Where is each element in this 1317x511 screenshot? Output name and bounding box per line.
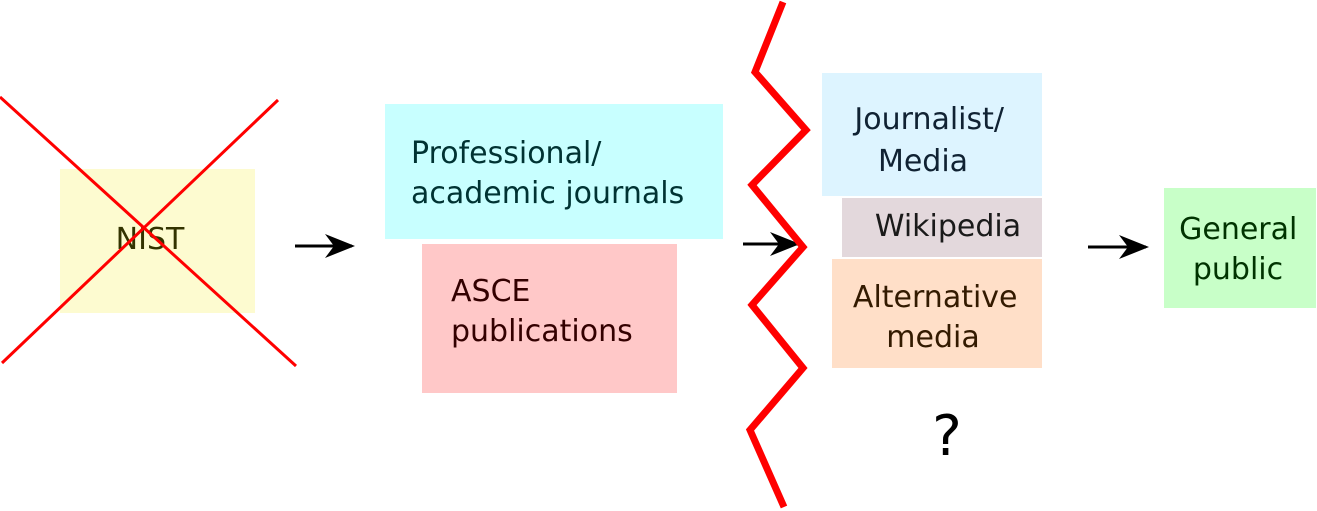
wikipedia-node: Wikipedia (842, 198, 1042, 257)
nist-node: NIST (0, 95, 298, 368)
professional-label: Professional/ academic journals (411, 136, 684, 211)
professional-box (385, 104, 723, 239)
professional-line2: academic journals (411, 176, 684, 211)
general-public-node: General public (1164, 188, 1316, 308)
asce-label: ASCE publications (451, 274, 633, 349)
journalist-line1: Journalist/ (852, 102, 1004, 137)
journalist-box (822, 73, 1042, 196)
professional-journals-node: Professional/ academic journals (385, 104, 723, 239)
alternative-media-node: Alternative media (832, 259, 1042, 368)
asce-node: ASCE publications (422, 244, 677, 393)
barrier-zigzag (745, 0, 811, 509)
alternative-label: Alternative media (853, 280, 1027, 355)
alternative-box (832, 259, 1042, 368)
general-line1: General (1179, 212, 1297, 247)
alternative-line1: Alternative (853, 280, 1018, 315)
wikipedia-box (842, 198, 1042, 257)
journalist-node: Journalist/ Media (822, 73, 1042, 196)
general-public-label: General public (1179, 212, 1307, 287)
journalist-label: Journalist/ Media (852, 102, 1013, 179)
nist-label: NIST (116, 222, 185, 257)
general-line2: public (1193, 252, 1283, 287)
professional-line1: Professional/ (411, 136, 602, 171)
asce-line1: ASCE (451, 274, 530, 309)
asce-line2: publications (451, 314, 633, 349)
question-mark: ? (932, 404, 962, 469)
cross-line-1 (0, 95, 298, 368)
journalist-line2: Media (878, 144, 968, 179)
general-public-box (1164, 188, 1316, 308)
cross-line-2 (0, 98, 280, 365)
asce-box (422, 244, 677, 393)
alternative-line2: media (886, 320, 979, 355)
wikipedia-label: Wikipedia (875, 209, 1021, 244)
